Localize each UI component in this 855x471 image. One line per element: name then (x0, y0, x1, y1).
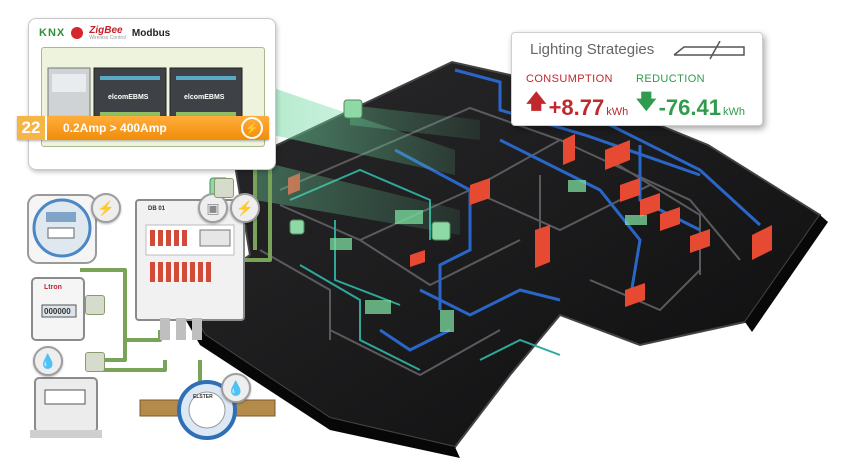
water-meter (139, 380, 276, 440)
reduction-label: REDUCTION (636, 73, 705, 85)
reduction-unit: kWh (722, 106, 745, 118)
lighting-title: Lighting Strategies (530, 41, 655, 58)
arrow-up-icon: 🡅 (526, 91, 547, 113)
amp-number: 22 (17, 116, 47, 140)
utility-meter (30, 377, 102, 438)
meter-icon: ▣ (198, 193, 228, 223)
reduction-block: REDUCTION 🡇 -76.41 kWh (636, 73, 745, 121)
reduction-value: -76.41 (658, 95, 721, 120)
consumption-label: CONSUMPTION (526, 73, 613, 85)
breaker-label: DB 01 (148, 206, 166, 212)
gas-meter-display: 000000 (44, 307, 71, 316)
gas-meter (31, 277, 85, 341)
consumption-value-row: 🡅 +8.77 kWh (526, 87, 628, 121)
consumption-value: +8.77 (548, 95, 605, 120)
zigbee-sub-label: Wireless Control (89, 35, 126, 41)
protocol-bar: KNX ZigBee Wireless Control Modbus (39, 25, 170, 41)
flame-icon: 💧 (33, 346, 63, 376)
controller-panel-card: KNX ZigBee Wireless Control Modbus elcom… (28, 18, 276, 170)
consumption-block: CONSUMPTION 🡅 +8.77 kWh (526, 73, 628, 121)
lightning-icon: ⚡ (230, 193, 260, 223)
ceiling-lamp-icon (673, 41, 745, 60)
distribution-board (135, 199, 245, 340)
knx-logo: KNX (39, 27, 66, 39)
gateway-device (214, 178, 234, 198)
lighting-strategies-card: Lighting Strategies CONSUMPTION 🡅 +8.77 … (511, 32, 763, 126)
gateway-device (85, 352, 105, 372)
arrow-down-icon: 🡇 (636, 91, 657, 113)
lightning-icon: ⚡ (91, 193, 121, 223)
lightning-circle-icon: ⚡ (241, 117, 263, 139)
consumption-unit: kWh (606, 106, 629, 118)
gateway-device (85, 295, 105, 315)
water-meter-brand: ELSTER (193, 394, 213, 400)
reduction-value-row: 🡇 -76.41 kWh (636, 87, 745, 121)
water-drop-icon: 💧 (221, 373, 251, 403)
amp-range-bar: 22 0.2Amp > 400Amp ⚡ (17, 116, 269, 140)
controller-brand-1: elcomEBMS (108, 94, 149, 101)
zigbee-label: ZigBee (89, 25, 123, 36)
amp-range: 0.2Amp > 400Amp (63, 121, 167, 135)
zigbee-logo: ZigBee Wireless Control (89, 25, 126, 41)
controller-brand-2: elcomEBMS (184, 94, 225, 101)
gas-meter-brand: Ltron (44, 284, 62, 291)
floor-plan (180, 60, 828, 458)
electricity-meter (27, 194, 97, 264)
zigbee-icon (71, 27, 84, 39)
modbus-logo: Modbus (131, 27, 171, 39)
